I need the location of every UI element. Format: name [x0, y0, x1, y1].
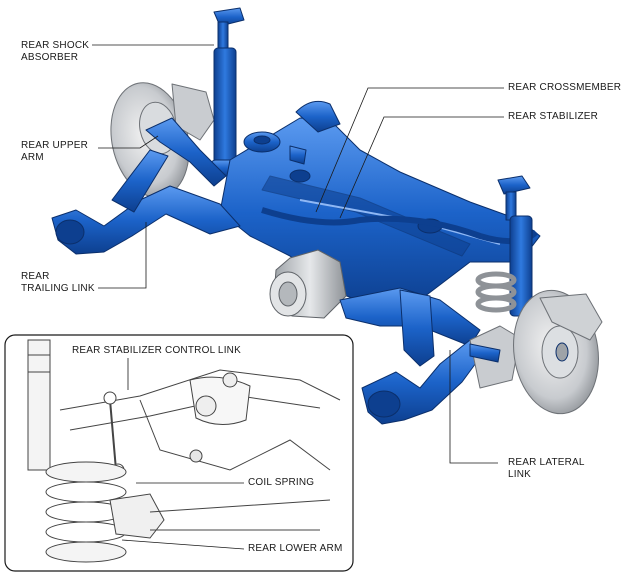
stabilizer-bar: [261, 207, 539, 245]
label-rear-trailing-link: REAR TRAILING LINK: [21, 271, 95, 295]
label-rear-lateral-link-line2: LINK: [508, 469, 532, 480]
left-lower-arm: [51, 149, 241, 255]
label-rear-shock-absorber-line2: ABSORBER: [21, 52, 79, 63]
label-rear-lower-arm: REAR LOWER ARM: [248, 543, 342, 555]
right-coil-spring: [475, 271, 517, 313]
label-rear-upper-arm-line2: ARM: [21, 152, 44, 163]
left-shock-absorber: [209, 7, 245, 177]
label-coil-spring: COIL SPRING: [248, 477, 314, 489]
label-rear-shock-absorber: REAR SHOCK ABSORBER: [21, 40, 89, 64]
right-lateral-link: [469, 343, 501, 363]
label-rear-shock-absorber-line1: REAR SHOCK: [21, 40, 90, 51]
label-rear-lateral-link-line1: REAR LATERAL: [508, 457, 585, 468]
left-upper-arm: [145, 117, 227, 187]
leader-lines: [92, 44, 504, 464]
label-rear-trailing-link-line2: TRAILING LINK: [21, 283, 95, 294]
right-lower-structure: [339, 287, 485, 425]
label-rear-stabilizer-control-link-text: REAR STABILIZER CONTROL LINK: [72, 345, 241, 356]
label-rear-crossmember-text: REAR CROSSMEMBER: [508, 82, 622, 93]
label-rear-upper-arm-line1: REAR UPPER: [21, 140, 89, 151]
label-rear-trailing-link-line1: REAR: [21, 271, 50, 282]
label-rear-stabilizer: REAR STABILIZER: [508, 111, 598, 123]
label-rear-upper-arm: REAR UPPER ARM: [21, 140, 88, 164]
label-rear-lower-arm-text: REAR LOWER ARM: [248, 543, 343, 554]
label-rear-stabilizer-text: REAR STABILIZER: [508, 111, 599, 122]
differential: [269, 249, 347, 319]
label-rear-lateral-link: REAR LATERAL LINK: [508, 457, 585, 481]
right-brake-disc: [469, 289, 603, 415]
left-spring-seat: [243, 131, 307, 165]
label-coil-spring-text: COIL SPRING: [248, 477, 315, 488]
rear-suspension-assembly: [51, 7, 603, 425]
label-rear-stabilizer-control-link: REAR STABILIZER CONTROL LINK: [72, 345, 241, 357]
label-rear-crossmember: REAR CROSSMEMBER: [508, 82, 621, 94]
inset-detail: [4, 334, 354, 572]
